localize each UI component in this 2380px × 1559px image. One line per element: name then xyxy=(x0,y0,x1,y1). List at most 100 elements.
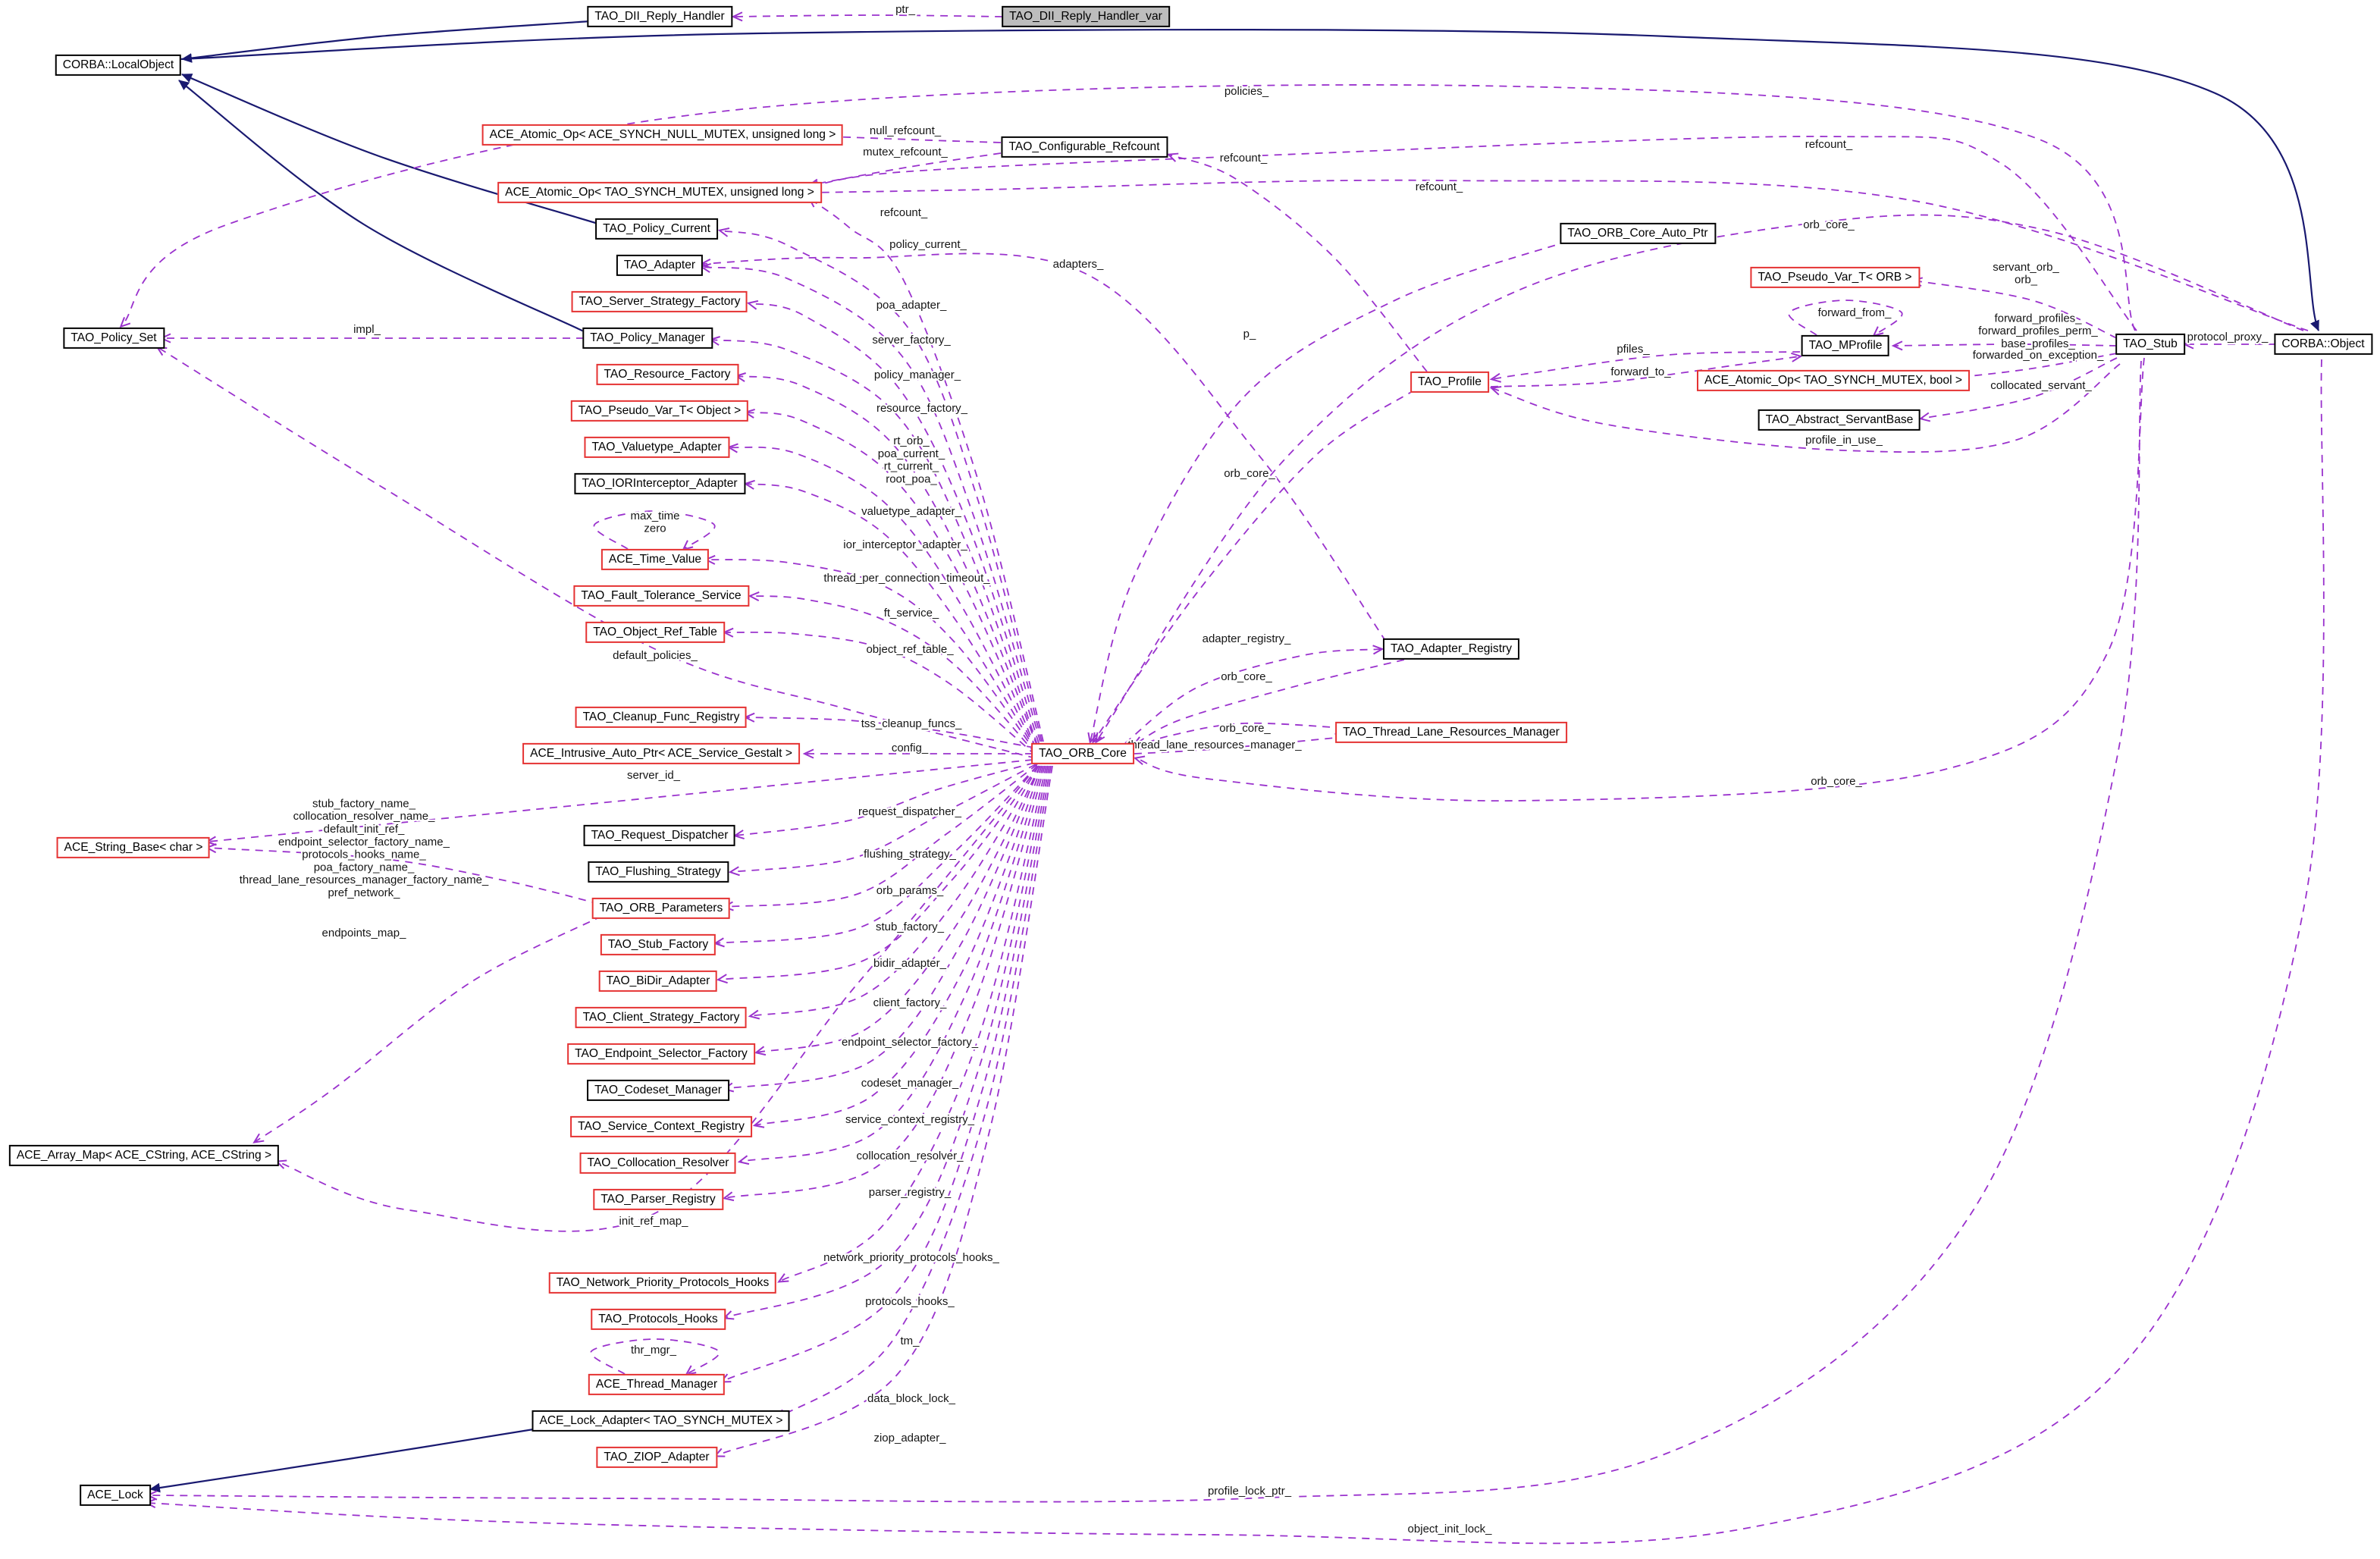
edge-label-request-dispatcher-edge: request_dispatcher_ xyxy=(858,805,962,818)
node-ziop-adapter[interactable]: TAO_ZIOP_Adapter xyxy=(596,1446,717,1469)
edge-inh-policy-current xyxy=(181,73,601,226)
node-orb-core-auto-ptr[interactable]: TAO_ORB_Core_Auto_Ptr xyxy=(1560,222,1716,245)
node-resource-factory[interactable]: TAO_Resource_Factory xyxy=(596,363,738,386)
node-atomic-null[interactable]: ACE_Atomic_Op< ACE_SYNCH_NULL_MUTEX, uns… xyxy=(481,124,844,146)
edge-poa-adapter xyxy=(699,262,1041,742)
node-network-priority-protocols-hooks[interactable]: TAO_Network_Priority_Protocols_Hooks xyxy=(548,1272,777,1294)
node-orb-core[interactable]: TAO_ORB_Core xyxy=(1031,742,1134,765)
node-cleanup-func-registry[interactable]: TAO_Cleanup_Func_Registry xyxy=(575,706,748,729)
node-atomic-synch-ulong[interactable]: ACE_Atomic_Op< TAO_SYNCH_MUTEX, unsigned… xyxy=(497,181,822,204)
edge-request-dispatcher-edge xyxy=(732,762,1035,840)
edge-label-resource-factory-edge: resource_factory_ xyxy=(876,402,968,415)
node-collocation-resolver[interactable]: TAO_Collocation_Resolver xyxy=(579,1152,737,1175)
edge-valuetype-adapter-edge xyxy=(726,443,1036,750)
edge-label-init-ref-map: init_ref_map_ xyxy=(619,1215,689,1228)
edge-parser-registry-edge xyxy=(722,765,1046,1202)
node-pseudo-var-object[interactable]: TAO_Pseudo_Var_T< Object > xyxy=(570,400,749,422)
edge-orb-core-from-tlrm xyxy=(1131,722,1344,750)
node-orb-parameters[interactable]: TAO_ORB_Parameters xyxy=(591,897,731,920)
edge-label-endpoint-selector: endpoint_selector_factory_ xyxy=(842,1036,979,1049)
node-thread-manager[interactable]: ACE_Thread_Manager xyxy=(588,1373,726,1396)
node-service-context-registry[interactable]: TAO_Service_Context_Registry xyxy=(570,1115,752,1138)
edge-adapters xyxy=(699,253,1387,642)
edge-label-server-factory: server_factory_ xyxy=(872,334,951,347)
node-flushing-strategy[interactable]: TAO_Flushing_Strategy xyxy=(588,861,729,883)
edge-resource-factory-edge xyxy=(734,372,1038,747)
edge-label-orb-core-from-registry: orb_core_ xyxy=(1221,670,1272,683)
edge-label-adapter-registry-edge: adapter_registry_ xyxy=(1203,632,1291,645)
edge-ptr xyxy=(731,11,1003,22)
node-mprofile[interactable]: TAO_MProfile xyxy=(1801,334,1890,357)
edge-orb-core-from-stub xyxy=(1133,357,2145,802)
node-atomic-bool[interactable]: ACE_Atomic_Op< TAO_SYNCH_MUTEX, bool > xyxy=(1696,369,1971,392)
node-codeset-manager[interactable]: TAO_Codeset_Manager xyxy=(587,1079,729,1102)
edge-max-time xyxy=(593,510,716,551)
node-fault-tolerance-service[interactable]: TAO_Fault_Tolerance_Service xyxy=(573,585,749,607)
edge-label-server-id: server_id_ xyxy=(627,769,681,782)
edge-inh-lock-adapter xyxy=(149,1426,548,1493)
edge-refcount-orbcore xyxy=(807,196,1044,742)
edge-forward-from xyxy=(1788,300,1903,337)
node-client-strategy-factory[interactable]: TAO_Client_Strategy_Factory xyxy=(575,1006,748,1029)
node-policy-manager[interactable]: TAO_Policy_Manager xyxy=(582,327,713,350)
edge-policy-current-edge xyxy=(717,227,1043,742)
edge-label-orb-params: orb_params_ xyxy=(876,884,944,897)
node-parser-registry[interactable]: TAO_Parser_Registry xyxy=(593,1188,723,1211)
edge-label-refcount-stub: refcount_ xyxy=(1805,138,1853,151)
edge-label-service-context-registry-edge: service_context_registry_ xyxy=(845,1113,975,1126)
node-ace-lock[interactable]: ACE_Lock xyxy=(80,1484,151,1507)
node-request-dispatcher[interactable]: TAO_Request_Dispatcher xyxy=(583,824,736,847)
edge-label-bidir-adapter-edge: bidir_adapter_ xyxy=(873,957,947,970)
edge-object-init-lock xyxy=(144,359,2325,1545)
edge-label-refcount-object: refcount_ xyxy=(1416,180,1463,193)
node-policy-set[interactable]: TAO_Policy_Set xyxy=(63,327,165,350)
node-dii-reply-handler[interactable]: TAO_DII_Reply_Handler xyxy=(587,5,732,28)
edge-label-policies: policies_ xyxy=(1224,85,1269,98)
node-thread-lane-resources-manager[interactable]: TAO_Thread_Lane_Resources_Manager xyxy=(1335,721,1567,744)
edge-label-client-factory: client_factory_ xyxy=(873,996,947,1009)
node-corba-object[interactable]: CORBA::Object xyxy=(2274,333,2372,356)
edge-label-null-refcount: null_refcount_ xyxy=(870,124,942,137)
node-intrusive-auto-ptr[interactable]: ACE_Intrusive_Auto_Ptr< ACE_Service_Gest… xyxy=(522,742,800,765)
edge-policy-manager-edge xyxy=(708,336,1038,745)
node-abstract-servant-base[interactable]: TAO_Abstract_ServantBase xyxy=(1758,409,1921,431)
node-adapter[interactable]: TAO_Adapter xyxy=(616,254,704,277)
node-policy-current[interactable]: TAO_Policy_Current xyxy=(595,218,718,240)
node-stub[interactable]: TAO_Stub xyxy=(2115,333,2185,356)
node-adapter-registry[interactable]: TAO_Adapter_Registry xyxy=(1382,638,1520,660)
edge-orb-param-names xyxy=(205,843,600,905)
node-local-object[interactable]: CORBA::LocalObject xyxy=(55,54,182,77)
node-time-value[interactable]: ACE_Time_Value xyxy=(600,548,710,571)
node-lock-adapter[interactable]: ACE_Lock_Adapter< TAO_SYNCH_MUTEX > xyxy=(532,1410,791,1432)
node-string-base[interactable]: ACE_String_Base< char > xyxy=(56,836,211,859)
edge-refcount-profile xyxy=(1166,152,1428,372)
node-configurable-refcount[interactable]: TAO_Configurable_Refcount xyxy=(1001,136,1168,158)
edge-stub-factory-edge xyxy=(713,765,1038,948)
edge-label-npph: network_priority_protocols_hooks_ xyxy=(823,1251,999,1264)
edge-inh-local-object xyxy=(180,29,2320,331)
edge-orb-core-from-object xyxy=(1095,214,2304,744)
node-object-ref-table[interactable]: TAO_Object_Ref_Table xyxy=(585,621,725,644)
edge-label-forward-profiles: forward_profiles_forward_profiles_perm_b… xyxy=(1978,312,2098,350)
node-profile[interactable]: TAO_Profile xyxy=(1410,371,1489,394)
edge-refcount-stub xyxy=(807,136,2137,331)
edge-protocols-hooks-edge xyxy=(722,765,1049,1320)
edge-endpoint-selector xyxy=(754,765,1041,1056)
node-server-strategy-factory[interactable]: TAO_Server_Strategy_Factory xyxy=(571,290,748,313)
node-array-map[interactable]: ACE_Array_Map< ACE_CString, ACE_CString … xyxy=(8,1144,280,1167)
node-valuetype-adapter[interactable]: TAO_Valuetype_Adapter xyxy=(584,436,729,459)
node-stub-factory[interactable]: TAO_Stub_Factory xyxy=(600,933,717,956)
edge-label-tss-cleanup-funcs: tss_cleanup_funcs_ xyxy=(861,717,962,730)
edge-label-p: p_ xyxy=(1243,328,1256,340)
node-protocols-hooks[interactable]: TAO_Protocols_Hooks xyxy=(591,1308,726,1331)
edge-orb-core-from-profile xyxy=(1092,389,1416,744)
edge-label-forward-to: forward_to_ xyxy=(1610,365,1671,378)
node-endpoint-selector-factory[interactable]: TAO_Endpoint_Selector_Factory xyxy=(567,1043,755,1065)
edge-label-impl: impl_ xyxy=(353,323,381,336)
node-bidir-adapter[interactable]: TAO_BiDir_Adapter xyxy=(598,970,718,993)
node-ior-interceptor-adapter[interactable]: TAO_IORInterceptor_Adapter xyxy=(574,472,745,495)
node-pseudo-var-orb[interactable]: TAO_Pseudo_Var_T< ORB > xyxy=(1750,266,1920,289)
edge-label-endpoints-map: endpoints_map_ xyxy=(322,927,407,939)
edge-tpc-timeout xyxy=(704,554,1036,753)
